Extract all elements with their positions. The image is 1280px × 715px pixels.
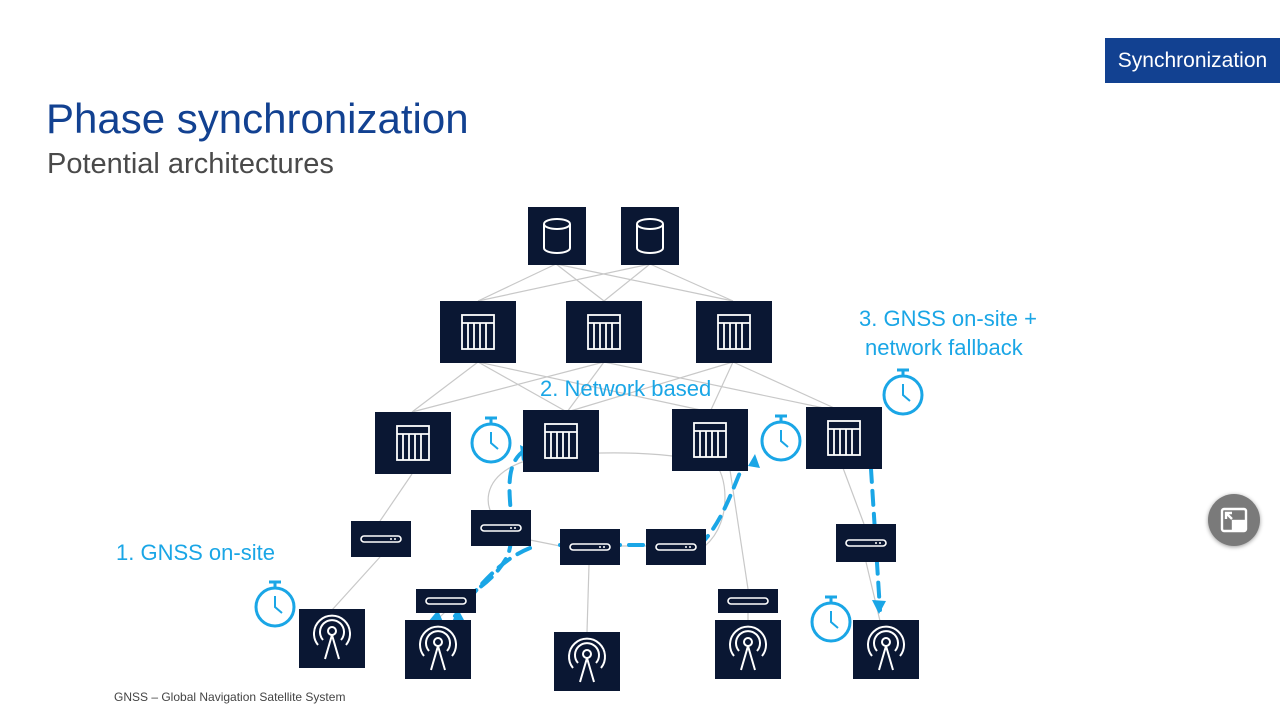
- page-subtitle: Potential architectures: [47, 148, 334, 180]
- label-gnss-fallback-line2: network fallback: [865, 335, 1023, 360]
- aggregation-router-node: [523, 410, 599, 472]
- switch-node: [836, 524, 896, 562]
- router-rack-icon: [827, 420, 861, 456]
- label-gnss-onsite: 1. GNSS on-site: [116, 540, 275, 565]
- network-switch-icon: [425, 597, 467, 605]
- switch-node: [471, 510, 531, 546]
- radio-antenna-icon: [729, 625, 767, 671]
- switch-node: [416, 589, 476, 613]
- stopwatch-icon: [760, 414, 802, 462]
- antenna-node: [405, 620, 471, 679]
- router-rack-icon: [693, 422, 727, 458]
- router-rack-icon: [396, 425, 430, 461]
- database-icon: [636, 218, 664, 254]
- network-switch-icon: [727, 597, 769, 605]
- antenna-node: [853, 620, 919, 679]
- core-router-node: [696, 301, 772, 363]
- page-title: Phase synchronization: [46, 95, 469, 142]
- label-network-based: 2. Network based: [540, 376, 712, 401]
- radio-antenna-icon: [313, 614, 351, 660]
- core-router-node: [440, 301, 516, 363]
- network-switch-icon: [655, 543, 697, 551]
- network-switch-icon: [360, 535, 402, 543]
- antenna-node: [715, 620, 781, 679]
- stopwatch-icon: [810, 595, 852, 643]
- router-rack-icon: [587, 314, 621, 350]
- router-rack-icon: [461, 314, 495, 350]
- stopwatch-icon: [470, 416, 512, 464]
- aggregation-router-node: [672, 409, 748, 471]
- radio-antenna-icon: [419, 625, 457, 671]
- footnote: GNSS – Global Navigation Satellite Syste…: [114, 690, 346, 704]
- radio-antenna-icon: [867, 625, 905, 671]
- antenna-node: [299, 609, 365, 668]
- antenna-node: [554, 632, 620, 691]
- switch-node: [718, 589, 778, 613]
- stopwatch-icon: [882, 368, 924, 416]
- database-node: [528, 207, 586, 265]
- core-router-node: [566, 301, 642, 363]
- network-switch-icon: [845, 539, 887, 547]
- network-switch-icon: [480, 524, 522, 532]
- aggregation-router-node: [806, 407, 882, 469]
- stopwatch-icon: [254, 580, 296, 628]
- network-switch-icon: [569, 543, 611, 551]
- switch-node: [351, 521, 411, 557]
- router-rack-icon: [544, 423, 578, 459]
- radio-antenna-icon: [568, 637, 606, 683]
- picture-in-picture-icon: [1220, 507, 1248, 533]
- aggregation-router-node: [375, 412, 451, 474]
- database-node: [621, 207, 679, 265]
- router-rack-icon: [717, 314, 751, 350]
- switch-node: [646, 529, 706, 565]
- database-icon: [543, 218, 571, 254]
- switch-node: [560, 529, 620, 565]
- picture-in-picture-button[interactable]: [1208, 494, 1260, 546]
- section-tag: Synchronization: [1105, 38, 1280, 83]
- label-gnss-fallback-line1: 3. GNSS on-site +: [859, 306, 1037, 331]
